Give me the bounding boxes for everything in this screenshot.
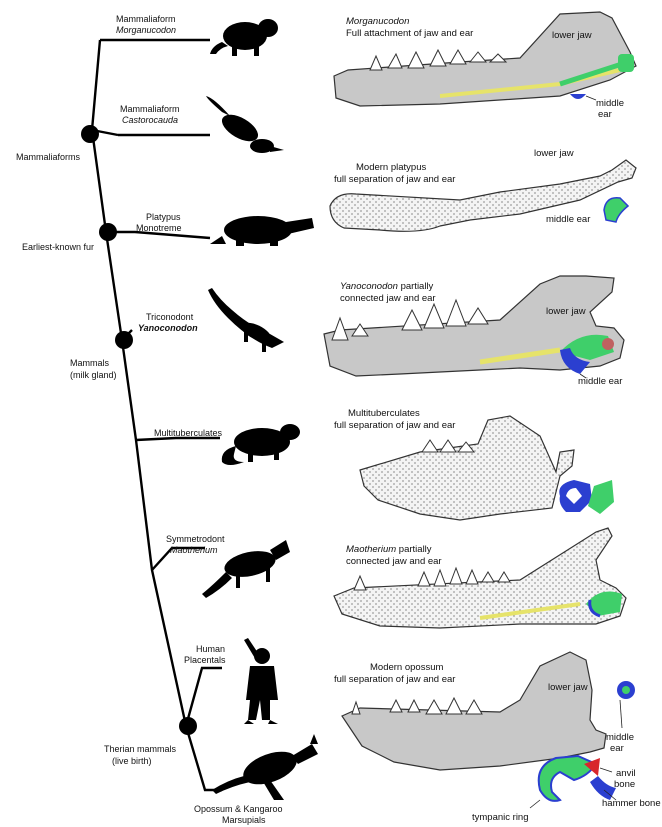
- panel-1-caption-sub: Full attachment of jaw and ear: [346, 28, 473, 39]
- panel-2-jaw-label: lower jaw: [534, 148, 574, 159]
- panel-5-caption-sub: connected jaw and ear: [346, 556, 442, 567]
- panel-3-caption-sub: connected jaw and ear: [340, 293, 436, 304]
- human-silhouette: [244, 638, 278, 724]
- fur-node: [99, 223, 117, 241]
- panel-6-anvil-label-1: anvil: [616, 768, 636, 779]
- jaw-panel-maotherium: [334, 528, 626, 628]
- kangaroo-silhouette: [212, 734, 318, 800]
- panel-5-caption-title: Maotherium partially: [346, 544, 432, 555]
- clade-mammaliaforms: Mammaliaforms: [16, 152, 81, 162]
- clade-therian-note: (live birth): [112, 756, 152, 766]
- panel-2-caption-title: Modern platypus: [356, 162, 426, 173]
- jaw-panel-multituberculates: [360, 416, 614, 520]
- taxon-7-group: Human: [196, 644, 225, 654]
- panel-4-caption-sub: full separation of jaw and ear: [334, 420, 455, 431]
- clade-labels: Mammaliaforms Earliest-known fur Mammals…: [16, 152, 177, 766]
- panel-6-hammer-label: hammer bone: [602, 798, 661, 809]
- panel-6-ring-label: tympanic ring: [472, 812, 529, 823]
- clade-earliest-fur: Earliest-known fur: [22, 242, 94, 252]
- clade-mammals: Mammals: [70, 358, 110, 368]
- yanoconodon-silhouette: [208, 288, 284, 352]
- taxon-1-name: Morganucodon: [116, 25, 176, 35]
- taxon-7-name: Placentals: [184, 655, 226, 665]
- panel-6-jaw-label: lower jaw: [548, 682, 588, 693]
- clade-therian: Therian mammals: [104, 744, 177, 754]
- panel-6-ear-label-2: ear: [610, 743, 624, 754]
- panel-6-anvil-label-2: bone: [614, 779, 635, 790]
- taxon-3-group: Platypus: [146, 212, 181, 222]
- taxon-3-name: Monotreme: [136, 223, 182, 233]
- taxon-4-name: Yanoconodon: [138, 323, 198, 333]
- taxon-4-group: Triconodont: [146, 312, 194, 322]
- taxon-2-group: Mammaliaform: [120, 104, 180, 114]
- therian-node: [179, 717, 197, 735]
- multituberculate-silhouette: [222, 424, 300, 465]
- taxon-5-group: Multituberculates: [154, 428, 223, 438]
- panel-1-caption-title: Morganucodon: [346, 16, 409, 27]
- taxon-2-name: Castorocauda: [122, 115, 178, 125]
- panel-4-caption-title: Multituberculates: [348, 408, 420, 419]
- panel-3-ear-label: middle ear: [578, 376, 622, 387]
- taxon-8-name: Marsupials: [222, 815, 266, 825]
- taxon-8-group: Opossum & Kangaroo: [194, 804, 283, 814]
- mammals-node: [115, 331, 133, 349]
- panel-1-jaw-label: lower jaw: [552, 30, 592, 41]
- platypus-silhouette: [210, 216, 314, 246]
- clade-mammals-note: (milk gland): [70, 370, 117, 380]
- panel-3-caption-title: Yanoconodon partially: [340, 281, 434, 292]
- phylogenetic-tree: [81, 40, 222, 790]
- taxon-6-group: Symmetrodont: [166, 534, 225, 544]
- panel-6-caption-title: Modern opossum: [370, 662, 443, 673]
- castorocauda-silhouette: [206, 96, 284, 153]
- panel-1-ear-label-2: ear: [598, 109, 612, 120]
- panel-6-ear-label-1: middle: [606, 732, 634, 743]
- panel-1-ear-label-1: middle: [596, 98, 624, 109]
- panel-3-jaw-label: lower jaw: [546, 306, 586, 317]
- taxon-1-group: Mammaliaform: [116, 14, 176, 24]
- panel-2-caption-sub: full separation of jaw and ear: [334, 174, 455, 185]
- panel-6-caption-sub: full separation of jaw and ear: [334, 674, 455, 685]
- taxon-6-name: Maotherium: [170, 545, 218, 555]
- panel-2-ear-label: middle ear: [546, 214, 590, 225]
- mammaliaforms-node: [81, 125, 99, 143]
- morganucodon-silhouette: [210, 19, 278, 56]
